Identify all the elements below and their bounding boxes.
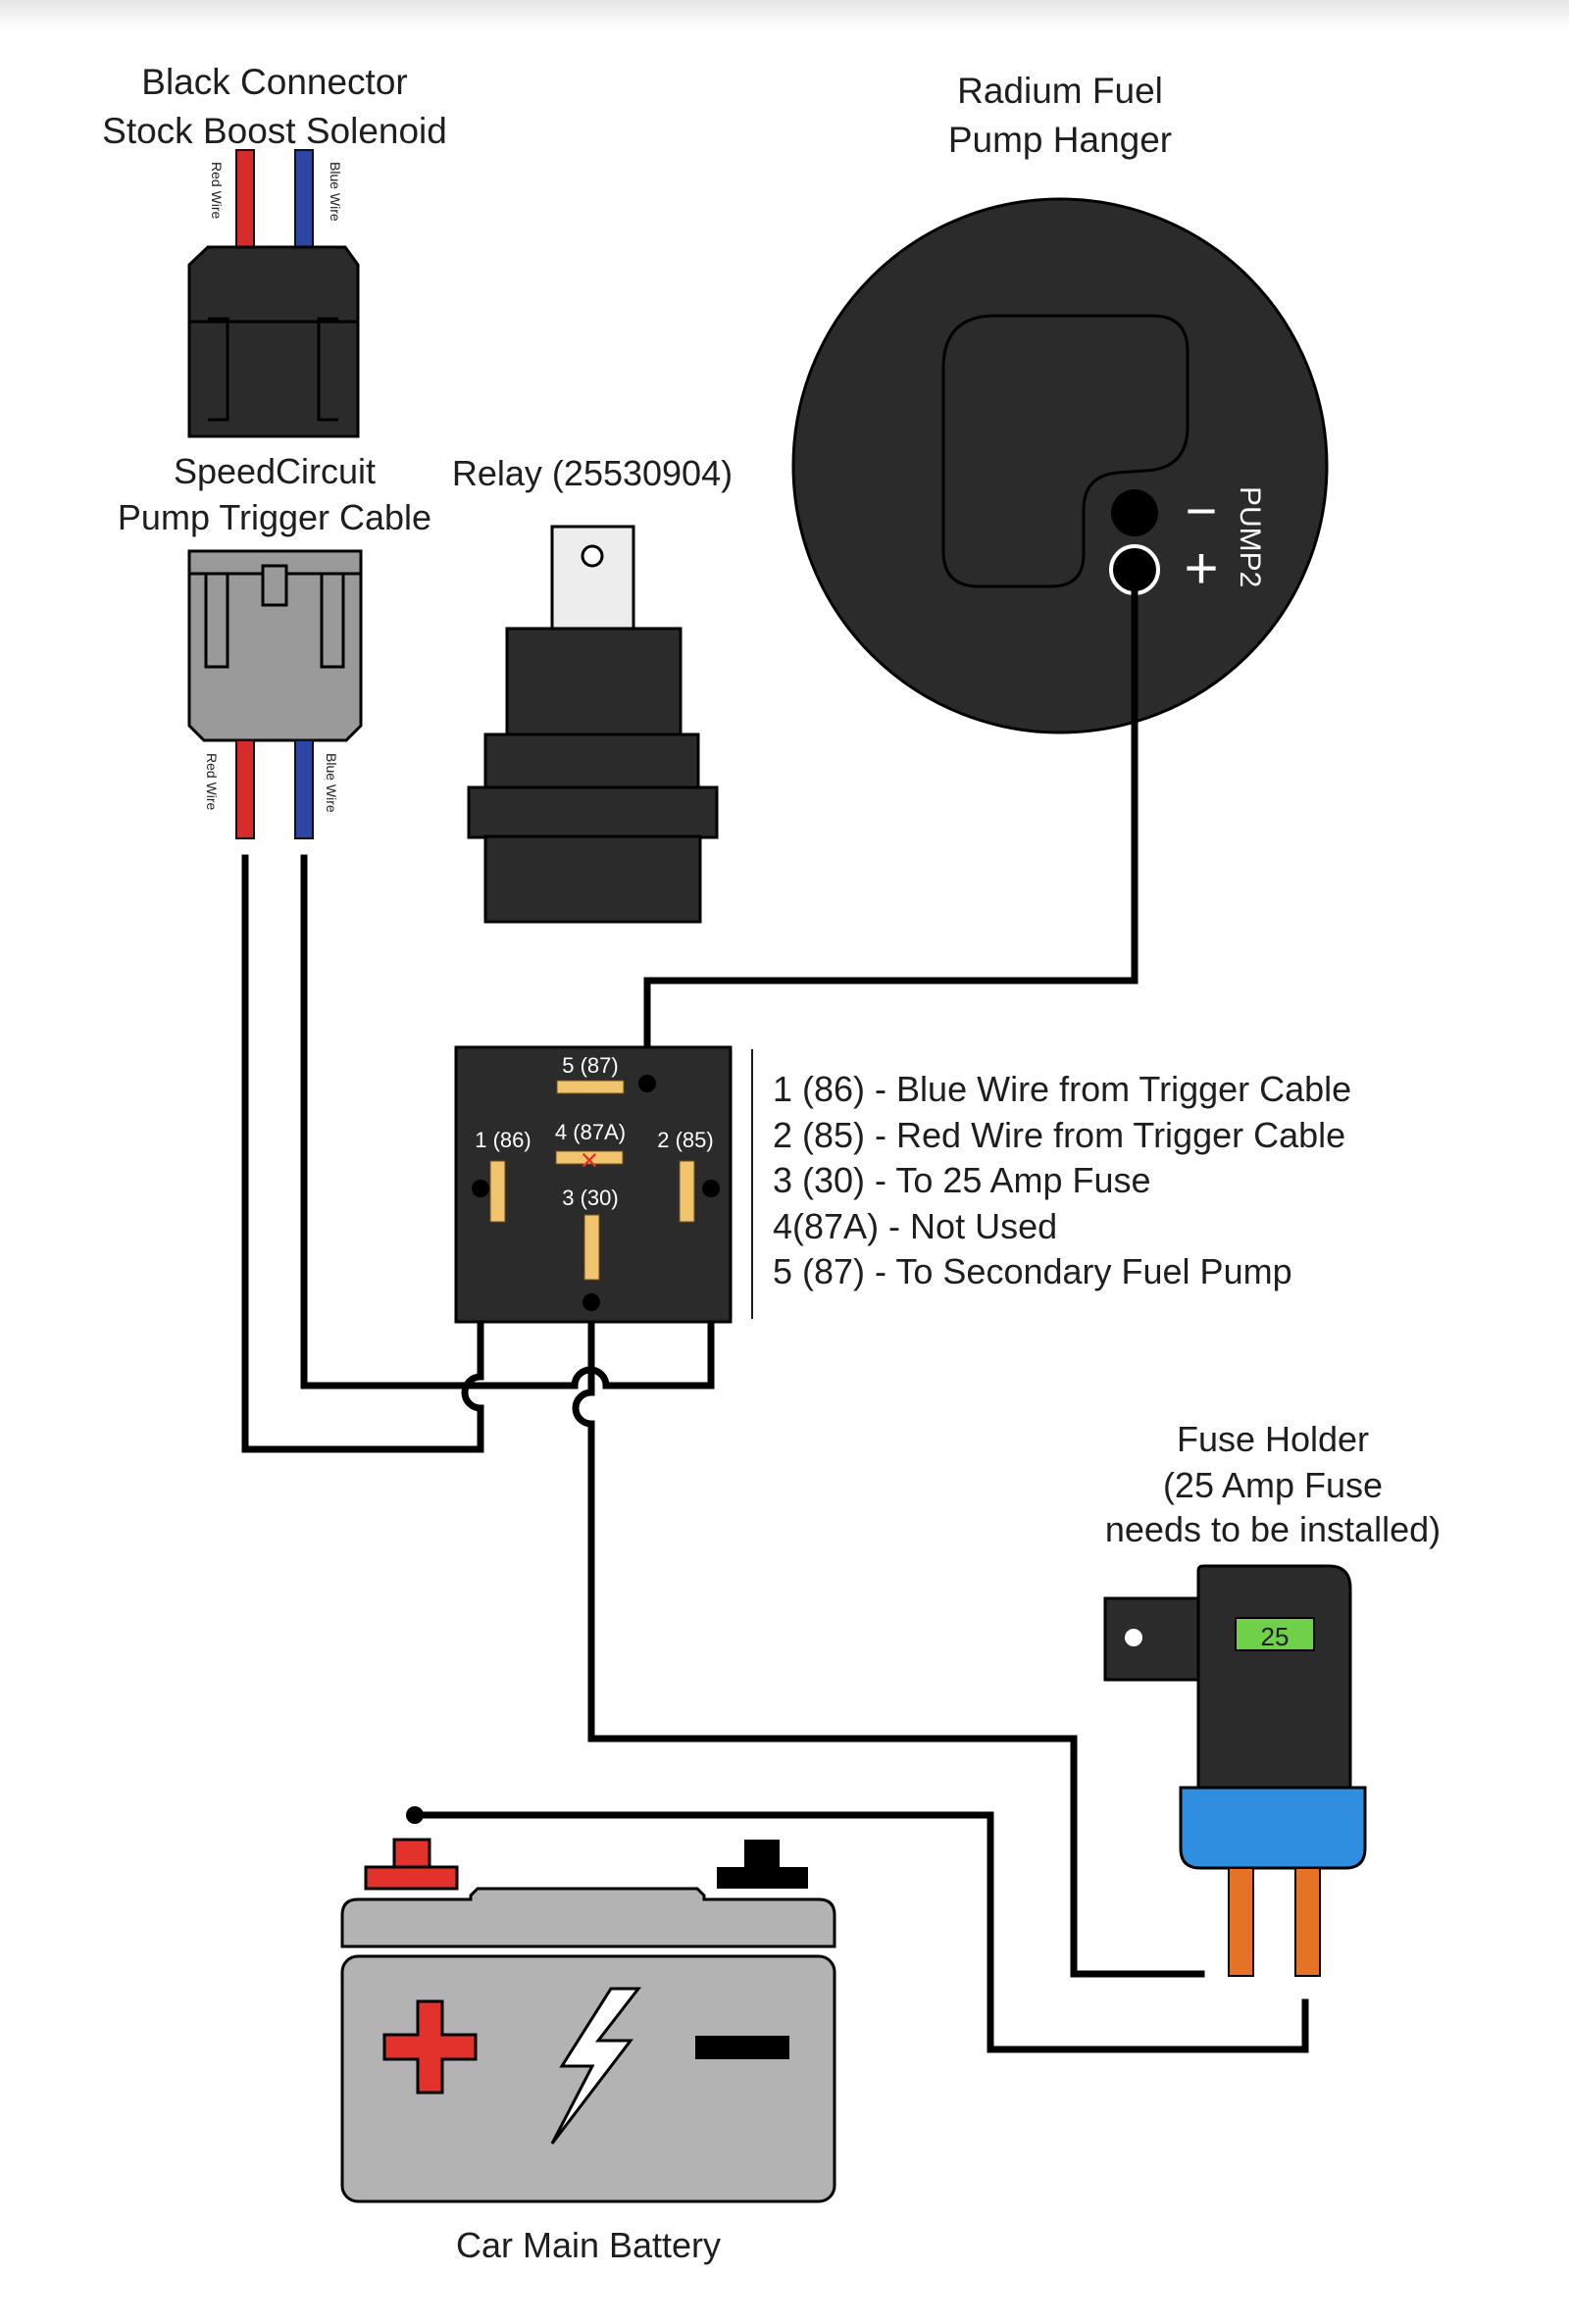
solenoid-blue-wire [294, 149, 314, 249]
relay-pin-4-unused-mark: × [581, 1142, 599, 1178]
relay-dot-pin1 [472, 1180, 489, 1197]
relay-pin-4 [555, 1150, 624, 1165]
fuse-mount-tab [1103, 1596, 1205, 1682]
trigger-tab [261, 564, 288, 607]
relay-pin-3 [583, 1214, 600, 1281]
solenoid-red-wire-label: Red Wire [209, 162, 225, 220]
trigger-connector-body [187, 549, 363, 742]
top-shadow [0, 0, 1569, 29]
relay: Relay (25530904) [452, 453, 733, 924]
relay-pin-1 [489, 1160, 506, 1223]
relay-title: Relay (25530904) [452, 453, 733, 493]
trigger-cable-connector: SpeedCircuit Pump Trigger Cable Red Wire… [118, 451, 431, 839]
fuse-title-line2: (25 Amp Fuse [1163, 1465, 1383, 1505]
battery-lid [340, 1887, 836, 1948]
solenoid-latch-right [317, 317, 338, 422]
pump-plus-label: + [1184, 535, 1218, 601]
wire-red-to-pin2 [241, 854, 484, 1453]
relay-dot-pin5 [638, 1075, 656, 1092]
battery-positive-post-stem [392, 1838, 431, 1869]
battery-wire-dot [406, 1806, 424, 1824]
legend-line-3: 3 (30) - To 25 Amp Fuse [773, 1160, 1151, 1200]
wire-fuse-to-battery [411, 1811, 1309, 2053]
battery-plus-symbol [382, 1999, 478, 2095]
relay-body-top [505, 627, 683, 738]
battery-positive-post-base [364, 1865, 459, 1891]
pump-title-line1: Radium Fuel [957, 71, 1163, 111]
battery-negative-post-base [717, 1867, 808, 1889]
trigger-latch-right [320, 572, 345, 669]
battery-negative-post-stem [744, 1840, 780, 1867]
relay-socket: 5 (87) 4 (87A) × 1 (86) 2 (85) 3 (30) [454, 1045, 733, 1324]
trigger-title-line2: Pump Trigger Cable [118, 497, 431, 537]
battery-minus-symbol [695, 2036, 789, 2059]
trigger-blue-wire-label: Blue Wire [324, 753, 339, 813]
solenoid-latch-left [208, 317, 229, 422]
pump-negative-terminal [1111, 489, 1158, 536]
relay-pin-1-label: 1 (86) [475, 1128, 531, 1152]
wiring [241, 566, 1309, 2053]
fuse-rating-window [1235, 1617, 1315, 1651]
legend-line-4: 4(87A) - Not Used [773, 1206, 1057, 1246]
legend-line-5: 5 (87) - To Secondary Fuel Pump [773, 1251, 1292, 1291]
relay-dot-pin3 [582, 1293, 600, 1311]
wire-pin3-to-fuse [572, 1298, 1205, 1978]
battery-title: Car Main Battery [456, 2225, 721, 2265]
fuse-leg-right [1294, 1867, 1321, 1977]
wire-pump-to-pin5 [643, 566, 1139, 1087]
fuse-mount-hole [1125, 1629, 1142, 1646]
relay-body-flange [467, 785, 719, 839]
fuse-title-line3: needs to be installed) [1105, 1509, 1441, 1549]
pump-title-line2: Pump Hanger [948, 120, 1172, 160]
relay-body-base [483, 834, 702, 924]
relay-terminal-hole [581, 544, 604, 568]
relay-body-flange-upper [483, 733, 700, 790]
fuse-leg-left [1228, 1867, 1254, 1977]
solenoid-title-line1: Black Connector [141, 62, 407, 102]
fuse-holder-body [1196, 1564, 1352, 1790]
trigger-red-wire-label: Red Wire [204, 753, 220, 811]
trigger-red-wire [235, 739, 255, 839]
relay-pin-2-label: 2 (85) [657, 1128, 713, 1152]
relay-pin-4-label: 4 (87A) [555, 1120, 626, 1144]
fuse-rating-label: 25 [1261, 1622, 1290, 1651]
battery-bolt-icon [550, 1987, 642, 2145]
fuel-pump-hanger: Radium Fuel Pump Hanger − + PUMP2 [791, 71, 1329, 734]
trigger-latch-left [204, 572, 229, 669]
relay-pin-5 [556, 1080, 625, 1094]
relay-pin-3-label: 3 (30) [562, 1186, 618, 1210]
trigger-blue-wire [294, 739, 314, 839]
relay-pin-2 [679, 1160, 695, 1223]
pump-minus-label: − [1186, 480, 1218, 541]
fuse-holder: Fuse Holder (25 Amp Fuse needs to be ins… [1103, 1419, 1441, 1977]
legend-line-1: 1 (86) - Blue Wire from Trigger Cable [773, 1069, 1351, 1109]
relay-terminal-tab [550, 525, 635, 632]
pin-legend: 1 (86) - Blue Wire from Trigger Cable 2 … [751, 1049, 1351, 1319]
solenoid-title-line2: Stock Boost Solenoid [102, 111, 447, 151]
relay-dot-pin2 [702, 1180, 720, 1197]
pump2-label: PUMP2 [1234, 486, 1266, 587]
fuse-title-line1: Fuse Holder [1177, 1419, 1369, 1459]
solenoid-connector: Black Connector Stock Boost Solenoid Red… [102, 62, 447, 438]
solenoid-red-wire [235, 149, 255, 249]
legend-line-2: 2 (85) - Red Wire from Trigger Cable [773, 1115, 1345, 1155]
solenoid-blue-wire-label: Blue Wire [328, 162, 343, 222]
trigger-title-line1: SpeedCircuit [174, 451, 376, 491]
car-battery: Car Main Battery [340, 1806, 836, 2265]
relay-pin-5-label: 5 (87) [562, 1053, 618, 1078]
pump-hanger-outlet [941, 314, 1189, 588]
solenoid-connector-body [187, 245, 360, 438]
fuse-cap [1179, 1786, 1367, 1870]
